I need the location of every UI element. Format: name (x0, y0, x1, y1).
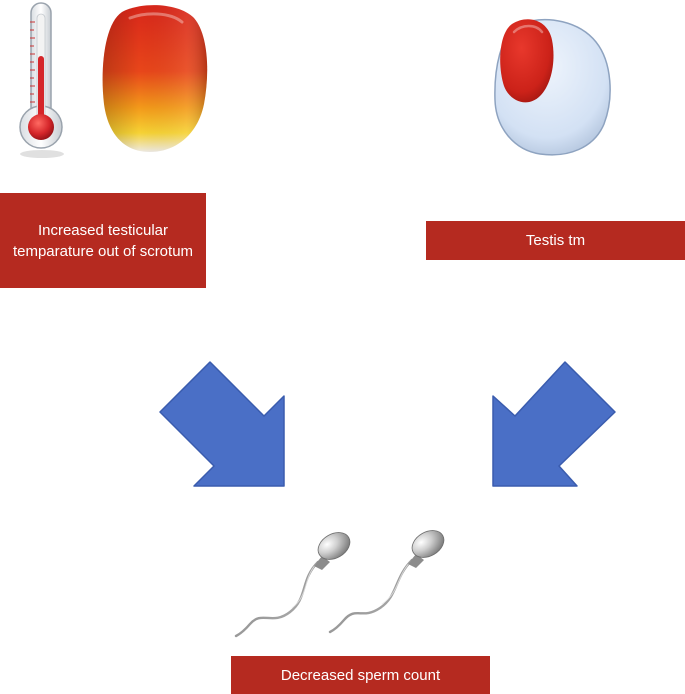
label-testis-tumor: Testis tm (426, 221, 685, 260)
sperm-icon (234, 532, 351, 638)
testis-tumor-icon (494, 18, 611, 156)
label-decreased-sperm-count: Decreased sperm count (231, 656, 490, 694)
label-right-text: Testis tm (525, 232, 586, 249)
arrow-right-to-bottom (492, 361, 616, 487)
label-left-text: Increased testicular temparature out of … (12, 221, 194, 260)
arrow-left-to-bottom (159, 361, 285, 487)
label-increased-temperature: Increased testicular temparature out of … (0, 193, 206, 288)
hot-testis-icon (102, 5, 208, 152)
sperm-icon (328, 530, 445, 634)
label-bottom-text: Decreased sperm count (280, 666, 441, 684)
thermometer-icon (19, 2, 64, 158)
